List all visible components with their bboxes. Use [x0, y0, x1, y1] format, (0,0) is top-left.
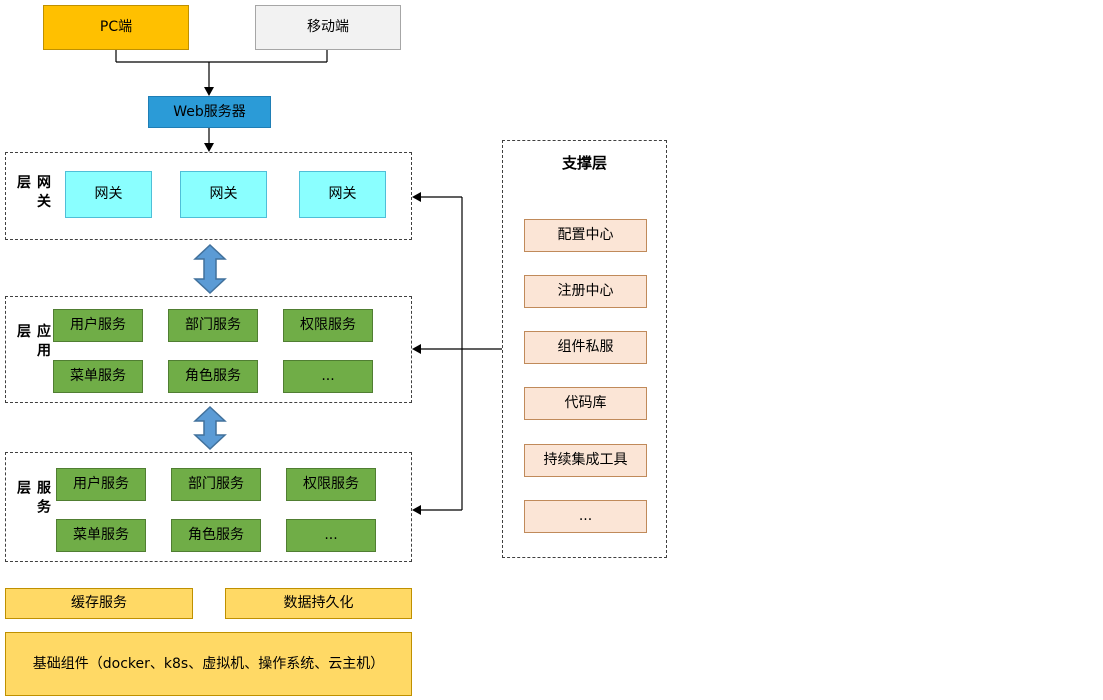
service-node-role-service: 角色服务: [171, 519, 261, 552]
support-node-code-repo: 代码库: [524, 387, 647, 420]
data-persistence-node: 数据持久化: [225, 588, 412, 619]
service-node-dept-service: 部门服务: [171, 468, 261, 501]
pc-client-node: PC端: [43, 5, 189, 50]
service-layer-label: 服务层: [15, 480, 51, 518]
app-node-permission-service: 权限服务: [283, 309, 373, 342]
cache-service-node: 缓存服务: [5, 588, 193, 619]
double-arrow-gateway-app: [193, 243, 227, 295]
support-node-config-center: 配置中心: [524, 219, 647, 252]
mobile-client-node: 移动端: [255, 5, 401, 50]
support-node-registry-center: 注册中心: [524, 275, 647, 308]
gateway-node-3: 网关: [299, 171, 386, 218]
app-node-menu-service: 菜单服务: [53, 360, 143, 393]
support-node-ci-tools: 持续集成工具: [524, 444, 647, 477]
arrow-support-to-service: [412, 505, 421, 515]
arrow-to-gateway-layer: [204, 143, 214, 152]
service-node-menu-service: 菜单服务: [56, 519, 146, 552]
base-components-node: 基础组件（docker、k8s、虚拟机、操作系统、云主机）: [5, 632, 412, 696]
support-node-component-repo: 组件私服: [524, 331, 647, 364]
arrow-support-to-gateway: [412, 192, 421, 202]
gateway-node-1: 网关: [65, 171, 152, 218]
web-server-node: Web服务器: [148, 96, 271, 128]
app-node-role-service: 角色服务: [168, 360, 258, 393]
gateway-layer-panel: 网关层 网关 网关 网关: [5, 152, 412, 240]
arrow-to-web-server: [204, 87, 214, 96]
app-node-more: ...: [283, 360, 373, 393]
support-layer-panel: 支撑层 配置中心 注册中心 组件私服 代码库 持续集成工具 ...: [502, 140, 667, 558]
app-layer-label: 应用层: [15, 323, 51, 362]
service-node-user-service: 用户服务: [56, 468, 146, 501]
service-node-permission-service: 权限服务: [286, 468, 376, 501]
support-node-more: ...: [524, 500, 647, 533]
support-layer-title: 支撑层: [561, 154, 607, 172]
gateway-layer-label: 网关层: [15, 174, 51, 213]
arrow-support-to-app: [412, 344, 421, 354]
service-node-more: ...: [286, 519, 376, 552]
service-layer-panel: 服务层 用户服务 部门服务 权限服务 菜单服务 角色服务 ...: [5, 452, 412, 562]
double-arrow-app-service: [193, 405, 227, 451]
gateway-node-2: 网关: [180, 171, 267, 218]
app-node-dept-service: 部门服务: [168, 309, 258, 342]
app-node-user-service: 用户服务: [53, 309, 143, 342]
app-layer-panel: 应用层 用户服务 部门服务 权限服务 菜单服务 角色服务 ...: [5, 296, 412, 403]
